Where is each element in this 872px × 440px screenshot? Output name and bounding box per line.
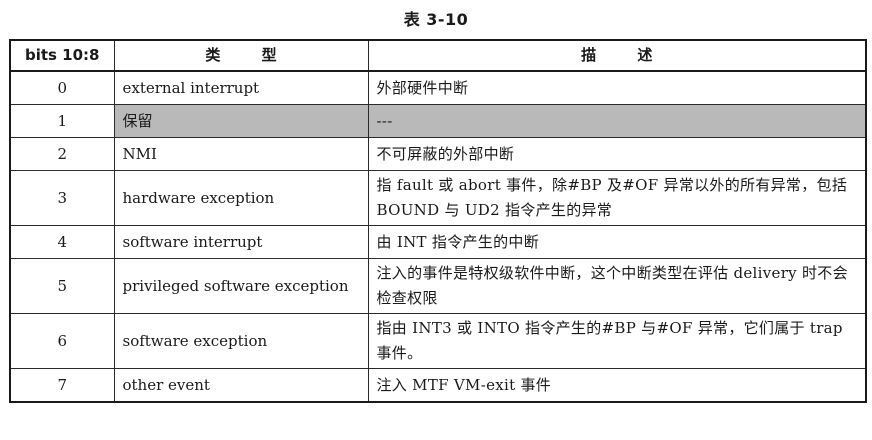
cell-bits: 5 xyxy=(9,258,115,314)
cell-description: 指由 INT3 或 INTO 指令产生的#BP 与#OF 异常，它们属于 tra… xyxy=(367,313,867,369)
cell-bits: 3 xyxy=(9,170,115,226)
cell-type: 保留 xyxy=(113,104,369,138)
cell-type: privileged software exception xyxy=(113,258,369,314)
cell-description: 不可屏蔽的外部中断 xyxy=(367,137,867,171)
table-row-reserved: 1 保留 --- xyxy=(9,104,867,138)
header-row: bits 10:8 类 型 描 述 xyxy=(9,39,867,72)
table-row: 6 software exception 指由 INT3 或 INTO 指令产生… xyxy=(9,313,867,369)
cell-type: other event xyxy=(113,368,369,403)
table-row: 4 software interrupt 由 INT 指令产生的中断 xyxy=(9,225,867,259)
cell-bits: 6 xyxy=(9,313,115,369)
cell-bits: 2 xyxy=(9,137,115,171)
table-row: 2 NMI 不可屏蔽的外部中断 xyxy=(9,137,867,171)
cell-type: external interrupt xyxy=(113,70,369,105)
cell-description: 外部硬件中断 xyxy=(367,70,867,105)
event-type-table: bits 10:8 类 型 描 述 0 external interrupt 外… xyxy=(9,39,867,403)
cell-type: software exception xyxy=(113,313,369,369)
cell-description: 指 fault 或 abort 事件，除#BP 及#OF 异常以外的所有异常，包… xyxy=(367,170,867,226)
cell-description: 注入的事件是特权级软件中断，这个中断类型在评估 delivery 时不会检查权限 xyxy=(367,258,867,314)
cell-bits: 7 xyxy=(9,368,115,403)
header-description: 描 述 xyxy=(367,39,867,72)
table-row: 0 external interrupt 外部硬件中断 xyxy=(9,70,867,105)
cell-bits: 1 xyxy=(9,104,115,138)
cell-bits: 4 xyxy=(9,225,115,259)
cell-type: NMI xyxy=(113,137,369,171)
cell-bits: 0 xyxy=(9,70,115,105)
header-type: 类 型 xyxy=(113,39,369,72)
table-caption: 表 3-10 xyxy=(403,10,469,29)
cell-type: hardware exception xyxy=(113,170,369,226)
cell-description: --- xyxy=(367,104,867,138)
table-row: 7 other event 注入 MTF VM-exit 事件 xyxy=(9,368,867,403)
table-row: 5 privileged software exception 注入的事件是特权… xyxy=(9,258,867,314)
table-row: 3 hardware exception 指 fault 或 abort 事件，… xyxy=(9,170,867,226)
cell-description: 由 INT 指令产生的中断 xyxy=(367,225,867,259)
header-bits: bits 10:8 xyxy=(9,39,115,72)
cell-description: 注入 MTF VM-exit 事件 xyxy=(367,368,867,403)
cell-type: software interrupt xyxy=(113,225,369,259)
